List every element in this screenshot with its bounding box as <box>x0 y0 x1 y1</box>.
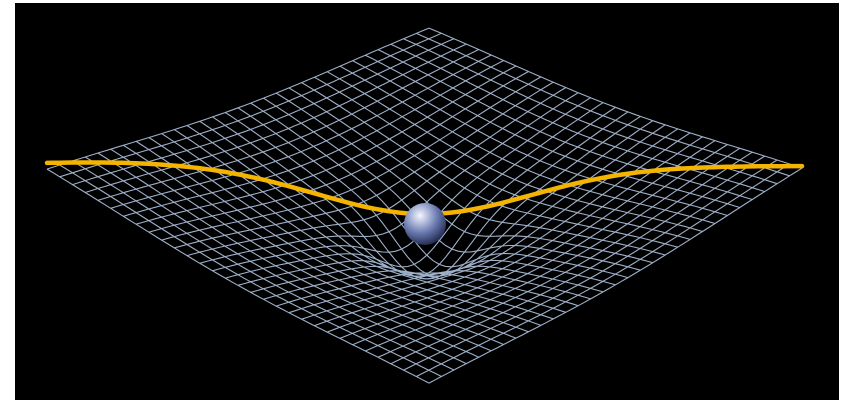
grid-line-u <box>390 155 765 365</box>
grid-line-v <box>84 156 467 365</box>
warped-grid-mesh <box>46 27 803 384</box>
grid-line-v <box>46 168 430 384</box>
grid-line-v <box>97 152 479 358</box>
central-mass-sphere <box>404 203 446 245</box>
grid-line-v <box>110 148 492 352</box>
grid-line-u <box>428 167 803 384</box>
grid-line-u <box>377 151 753 358</box>
grid-line-v <box>59 164 442 377</box>
grid-line-u <box>416 163 790 377</box>
spacetime-curvature-figure <box>15 3 839 400</box>
grid-line-u <box>403 159 778 371</box>
grid-line-v <box>72 160 455 371</box>
